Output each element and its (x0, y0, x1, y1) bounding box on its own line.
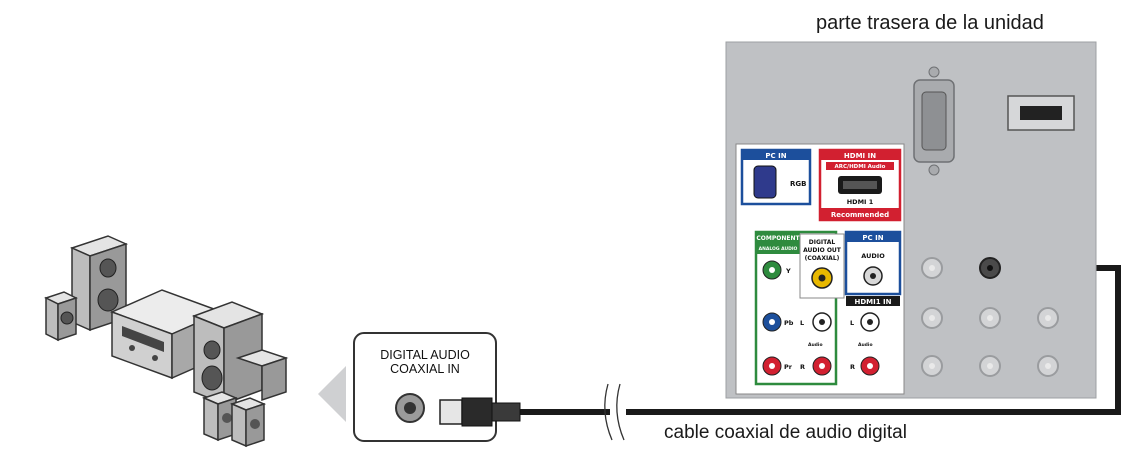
arrow-left-icon (318, 366, 346, 422)
digital-label-2: AUDIO OUT (803, 247, 842, 254)
home-theater-system-illustration (44, 235, 289, 448)
speaker-tall-right (191, 301, 265, 406)
hdmi1-audio-label: Audio (858, 342, 873, 348)
rgb-label: RGB (790, 180, 806, 188)
hdmi-in-section: HDMI IN ARC/HDMI Audio HDMI 1 Recommende… (818, 148, 902, 222)
hdmi-in-label: HDMI IN (844, 152, 876, 160)
component-l-label: L (800, 319, 804, 327)
jack-grid (921, 257, 1059, 377)
recommended-label: Recommended (831, 211, 889, 219)
digital-audio-out-section: DIGITAL AUDIO OUT (COAXIAL) (799, 233, 845, 299)
component-section: COMPONENT ANALOG AUDIO Y Pb Pr L Audio R (754, 230, 838, 386)
pr-label: Pr (784, 363, 793, 371)
hdmi1-in-label: HDMI1 IN (854, 298, 891, 306)
cable-caption: cable coaxial de audio digital (664, 422, 907, 443)
pc-in-audio-section: PC IN AUDIO (844, 230, 902, 296)
pb-label: Pb (784, 319, 794, 327)
hdmi1-in-audio-section: HDMI1 IN L Audio R (846, 296, 900, 376)
hdmi1-l-label: L (850, 319, 854, 327)
pc-in-label: PC IN (765, 152, 786, 160)
hdmi-port-label: HDMI 1 (847, 198, 874, 206)
rear-of-unit-caption: parte trasera de la unidad (816, 12, 1044, 34)
component-audio-label: Audio (808, 342, 823, 348)
speaker-small-left (44, 291, 78, 342)
usb-port (1007, 95, 1075, 131)
digital-label-1: DIGITAL (809, 239, 836, 246)
cable-break-mark (604, 383, 613, 441)
speaker-back-right (235, 349, 289, 402)
speaker-front-small-1 (201, 391, 239, 442)
y-label: Y (785, 267, 791, 275)
receiver-label-line1: DIGITAL AUDIO (380, 348, 470, 362)
hdmi1-r-label: R (850, 363, 855, 371)
speaker-front-small-2 (229, 397, 267, 448)
pc-in-vga-section: PC IN RGB (740, 148, 812, 206)
component-label: COMPONENT (756, 235, 800, 242)
serial-port (913, 66, 955, 176)
digital-label-3: (COAXIAL) (805, 255, 840, 262)
pc-in-audio-label: PC IN (862, 234, 883, 242)
hdmi-sub-label: ARC/HDMI Audio (835, 164, 886, 170)
audio-label: AUDIO (861, 252, 885, 260)
component-r-label: R (800, 363, 805, 371)
rca-plug-left (439, 397, 521, 427)
component-sub-label: ANALOG AUDIO (759, 246, 798, 252)
tv-rear-panel: PC IN RGB HDMI IN ARC/HDMI Audio HDMI 1 … (725, 41, 1097, 399)
receiver-label-line2: COAXIAL IN (390, 362, 460, 376)
